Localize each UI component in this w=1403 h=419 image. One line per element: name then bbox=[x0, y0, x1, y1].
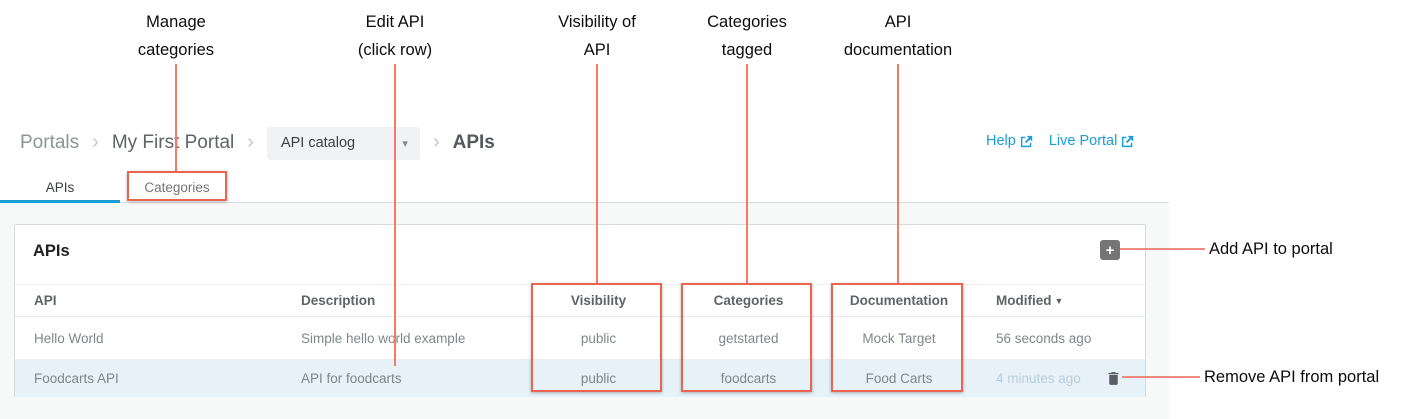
callout-line-visibility bbox=[596, 64, 598, 284]
external-link-icon bbox=[1122, 135, 1134, 147]
cell-description: API for foodcarts bbox=[301, 371, 402, 386]
breadcrumb-portal-name-link[interactable]: My First Portal bbox=[111, 132, 235, 153]
live-portal-link[interactable]: Live Portal bbox=[1049, 133, 1135, 149]
annotation-edit-api: Edit API (click row) bbox=[357, 13, 433, 59]
column-header-visibility: Visibility bbox=[570, 293, 627, 308]
tab-categories[interactable]: Categories bbox=[144, 180, 210, 195]
annotation-remove-api: Remove API from portal bbox=[1204, 368, 1380, 386]
tab-bar: APIs Categories bbox=[0, 172, 1169, 203]
callout-line-categories bbox=[746, 64, 748, 284]
annotation-categories-tagged: Categories tagged bbox=[707, 13, 787, 59]
annotation-visibility-of-api: Visibility of API bbox=[558, 13, 636, 59]
add-api-button[interactable]: + bbox=[1100, 240, 1120, 260]
tab-apis[interactable]: APIs bbox=[45, 180, 75, 195]
annotation-add-api: Add API to portal bbox=[1209, 240, 1333, 258]
page-select-dropdown[interactable]: API catalog ▾ bbox=[266, 126, 420, 160]
callout-line-edit-api bbox=[394, 64, 396, 366]
callout-line-add-api bbox=[1120, 248, 1205, 250]
cell-categories: foodcarts bbox=[720, 371, 777, 386]
breadcrumb-portals-link[interactable]: Portals bbox=[20, 132, 80, 153]
apis-card: APIs + API Description Visibility Catego… bbox=[14, 224, 1146, 397]
cell-api: Foodcarts API bbox=[34, 371, 119, 386]
table-header-row: API Description Visibility Categories Do… bbox=[15, 284, 1145, 317]
annotation-manage-categories: Manage categories bbox=[137, 13, 215, 59]
breadcrumb-current-page: APIs bbox=[452, 132, 495, 153]
breadcrumb-separator: › bbox=[92, 130, 99, 153]
card-title: APIs bbox=[33, 242, 70, 260]
column-header-description: Description bbox=[301, 293, 376, 308]
external-link-icon bbox=[1020, 135, 1033, 147]
column-header-documentation: Documentation bbox=[849, 293, 949, 308]
chevron-down-icon: ▾ bbox=[402, 137, 408, 150]
page-select-dropdown-value: API catalog bbox=[280, 135, 356, 151]
callout-line-remove-api bbox=[1122, 376, 1200, 378]
help-link[interactable]: Help bbox=[986, 133, 1033, 149]
sort-descending-icon: ▼ bbox=[1054, 296, 1064, 306]
breadcrumb: Portals › My First Portal › API catalog … bbox=[20, 125, 495, 161]
breadcrumb-separator: › bbox=[247, 130, 254, 153]
table-row[interactable]: Hello World Simple hello world example p… bbox=[15, 317, 1145, 360]
cell-visibility: public bbox=[580, 331, 617, 346]
live-portal-link-label: Live Portal bbox=[1048, 133, 1118, 149]
cell-modified: 56 seconds ago bbox=[996, 331, 1092, 346]
table-row[interactable]: Foodcarts API API for foodcarts public f… bbox=[15, 360, 1145, 397]
cell-categories: getstarted bbox=[718, 331, 779, 346]
cell-api: Hello World bbox=[34, 331, 104, 346]
cell-modified: 4 minutes ago bbox=[996, 371, 1081, 386]
cell-documentation: Mock Target bbox=[862, 331, 936, 346]
callout-line-documentation bbox=[897, 64, 899, 284]
help-link-label: Help bbox=[986, 133, 1016, 149]
cell-documentation: Food Carts bbox=[865, 371, 933, 386]
cell-description: Simple hello world example bbox=[301, 331, 466, 346]
trash-icon bbox=[1108, 372, 1118, 385]
active-tab-underline bbox=[0, 200, 120, 203]
callout-line-manage-categories bbox=[175, 64, 177, 172]
column-header-categories: Categories bbox=[713, 293, 784, 308]
column-header-modified[interactable]: Modified▼ bbox=[996, 293, 1064, 308]
column-header-api: API bbox=[34, 293, 57, 308]
annotation-api-documentation: API documentation bbox=[843, 13, 953, 59]
cell-visibility: public bbox=[580, 371, 617, 386]
remove-api-button[interactable] bbox=[1103, 368, 1123, 389]
header-links: Help Live Portal bbox=[986, 133, 1134, 149]
breadcrumb-separator: › bbox=[432, 130, 440, 153]
